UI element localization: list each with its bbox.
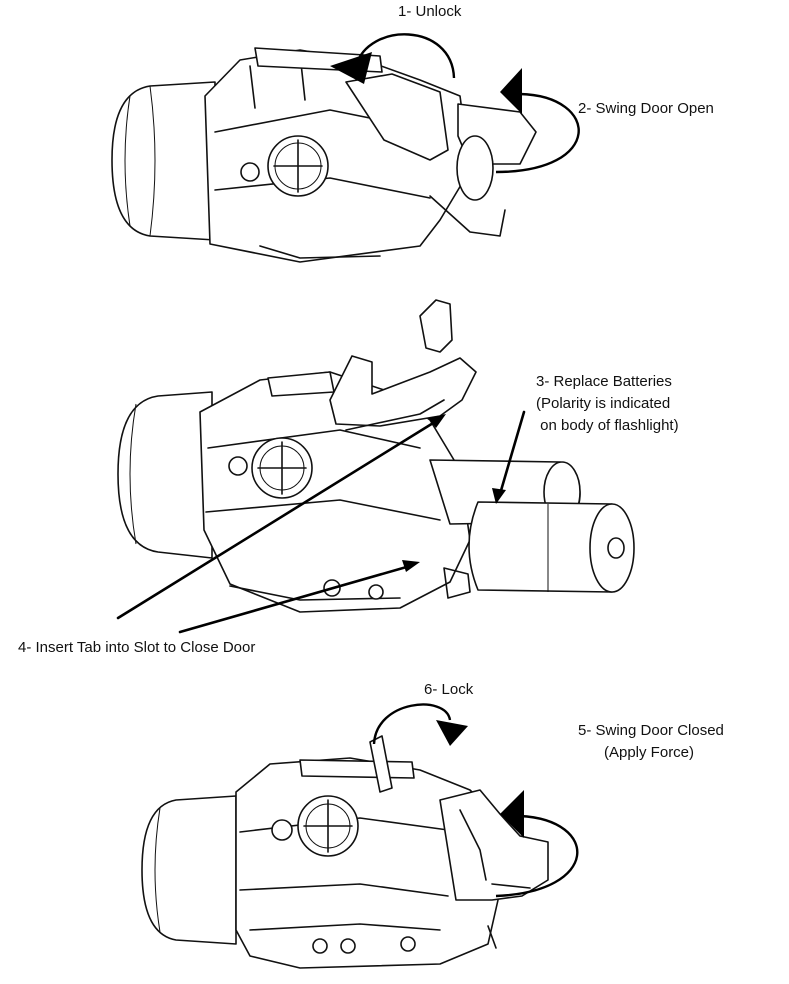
step-1-unlock-label: 1- Unlock <box>398 3 462 20</box>
unlock-arrow-icon <box>330 33 456 84</box>
flashlight-top-view <box>111 47 537 263</box>
flashlight-closed-view <box>141 735 549 969</box>
lock-arrow-icon <box>372 703 468 746</box>
step-3-replace-batteries-label: 3- Replace Batteries <box>536 373 672 390</box>
insert-tab-pointers <box>116 414 446 634</box>
step-5-swing-closed-label: 5- Swing Door Closed <box>578 722 724 739</box>
flashlight-open-view <box>117 299 635 613</box>
step-3-polarity-note-line2: on body of flashlight) <box>536 417 679 434</box>
step-5-apply-force-label: (Apply Force) <box>604 744 695 761</box>
replace-batteries-pointer <box>492 410 526 504</box>
step-3-polarity-note-line1: (Polarity is indicated <box>536 395 671 412</box>
step-6-lock-label: 6- Lock <box>424 681 474 698</box>
swing-closed-arrow-icon <box>495 790 579 898</box>
step-2-swing-open-label: 2- Swing Door Open <box>578 100 714 117</box>
step-4-insert-tab-label: 4- Insert Tab into Slot to Close Door <box>18 639 256 656</box>
swing-open-arrow-icon <box>495 68 580 174</box>
